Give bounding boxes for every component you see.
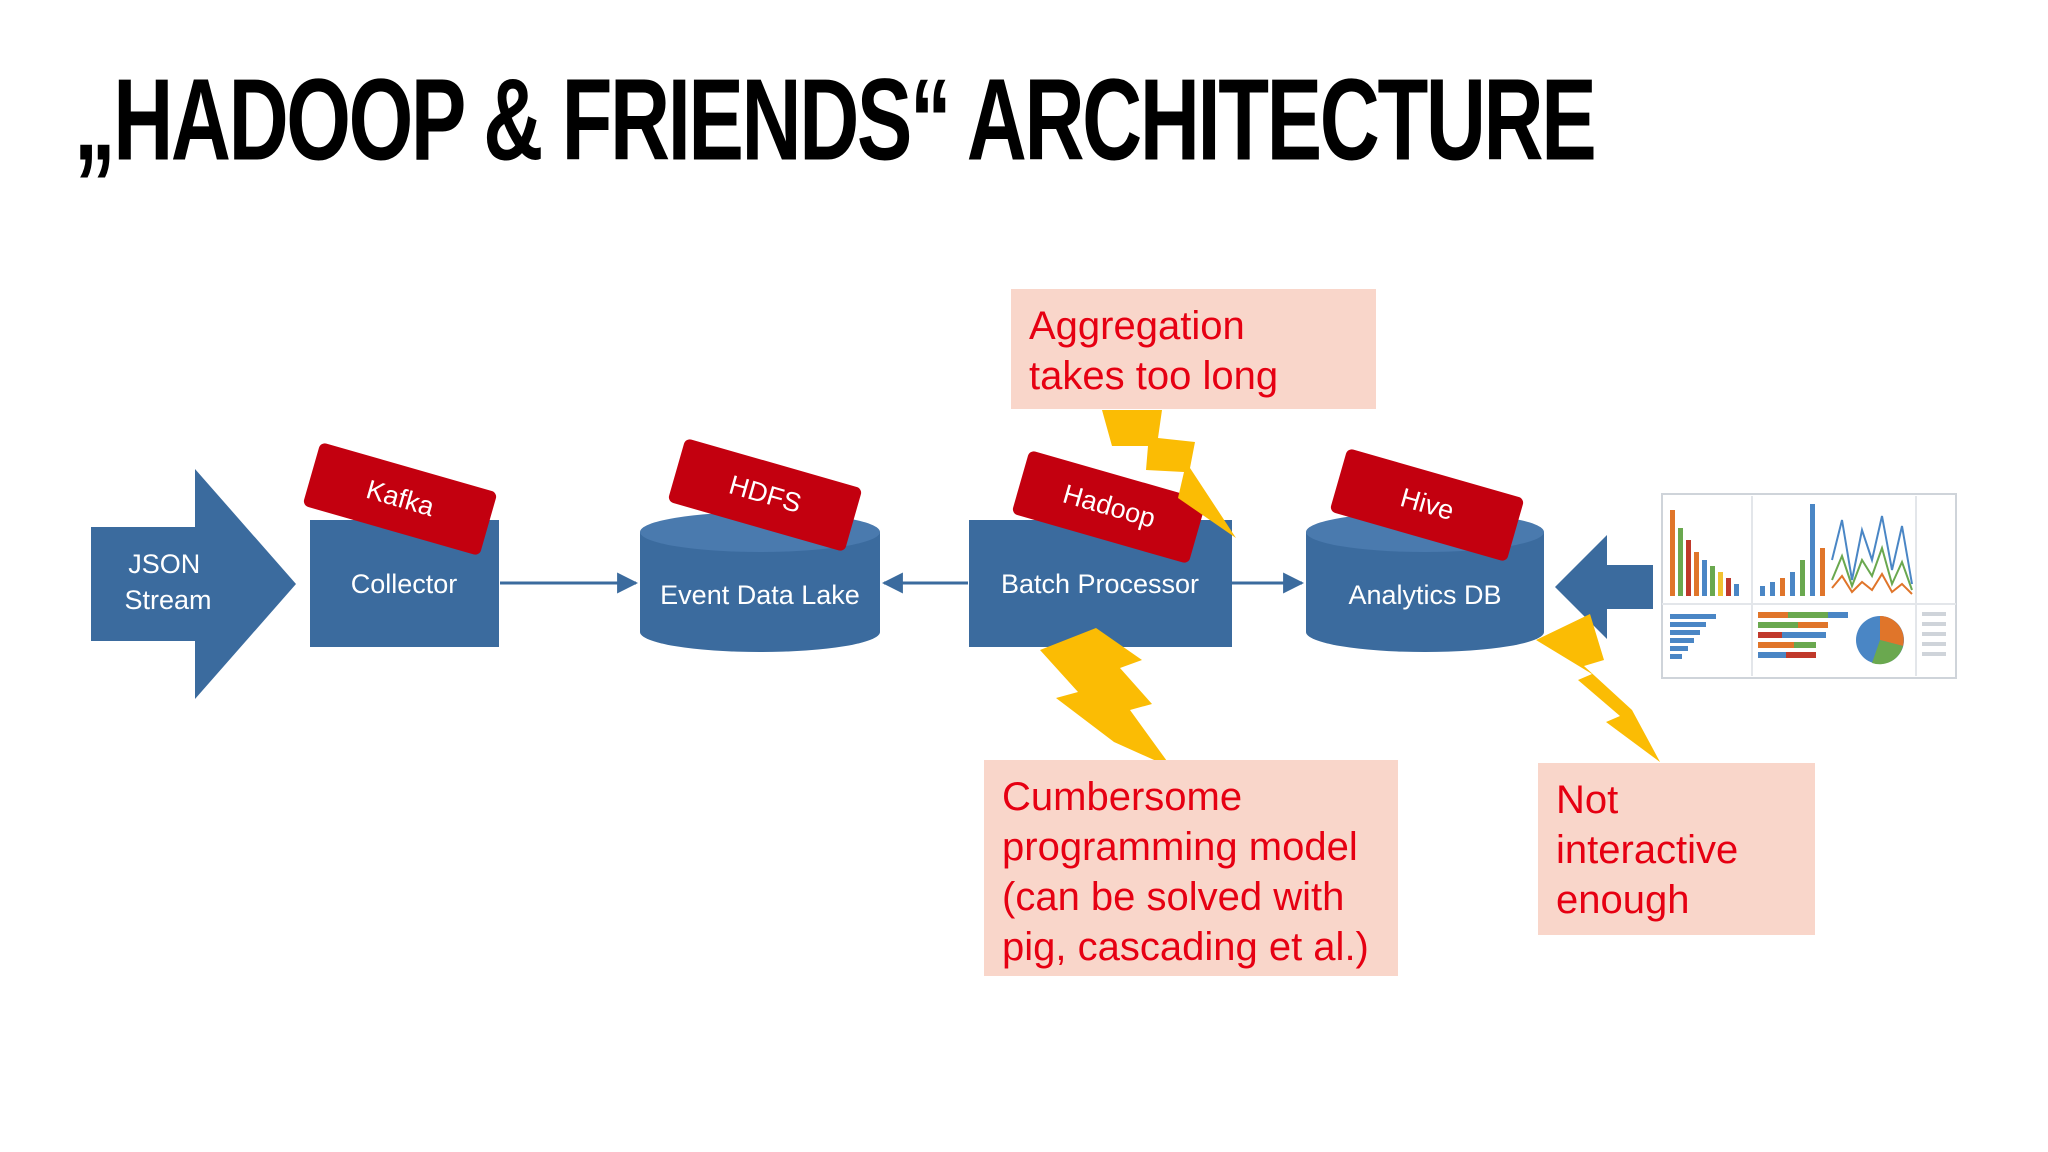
hdfs-tag: HDFS (668, 439, 862, 551)
analytics-db-label: Analytics DB (1348, 580, 1501, 610)
callout-line: pig, cascading et al.) (1002, 925, 1369, 969)
hadoop-tag: Hadoop (1012, 451, 1206, 563)
json-stream-line-1: JSON (128, 549, 200, 579)
callout-line: interactive (1556, 828, 1739, 872)
collector-label: Collector (351, 569, 458, 599)
lightning-bolt-icon (1040, 628, 1172, 768)
kafka-tag: Kafka (303, 443, 497, 555)
json-stream-label: JSON Stream (124, 549, 211, 615)
hive-tag: Hive (1330, 449, 1524, 561)
callout-line: enough (1556, 878, 1690, 922)
dashboard-thumbnail-icon (1661, 493, 1957, 679)
callout-line: (can be solved with (1002, 875, 1345, 919)
slide-title: „HADOOP & FRIENDS“ ARCHITECTURE (74, 55, 1597, 186)
programming-model-callout: Cumbersome programming model (can be sol… (984, 760, 1398, 976)
interactivity-callout: Not interactive enough (1538, 763, 1815, 935)
callout-line: Not (1556, 778, 1619, 822)
batch-processor-label: Batch Processor (1001, 569, 1199, 599)
event-data-lake-label: Event Data Lake (660, 580, 860, 610)
callout-line: Cumbersome (1002, 775, 1243, 819)
callout-line: takes too long (1029, 354, 1279, 398)
callout-line: programming model (1002, 825, 1358, 869)
dashboard-to-analytics-arrow (1555, 535, 1653, 639)
lightning-bolt-icon (1102, 410, 1236, 538)
aggregation-callout: Aggregation takes too long (1011, 289, 1376, 409)
json-stream-line-2: Stream (124, 585, 211, 615)
json-stream-arrow: JSON Stream (91, 469, 296, 699)
callout-line: Aggregation (1029, 304, 1245, 348)
lightning-bolt-icon (1536, 614, 1660, 762)
